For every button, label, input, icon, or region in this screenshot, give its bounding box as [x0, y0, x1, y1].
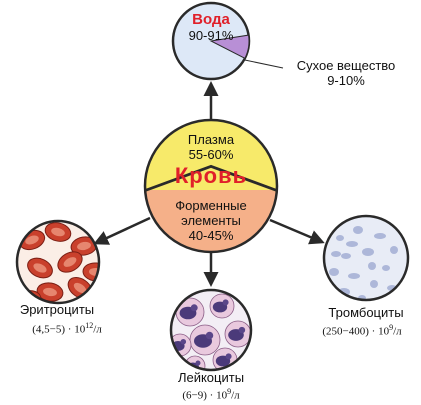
leukocytes-circle [169, 288, 253, 372]
leukocyte-lobe [195, 360, 201, 366]
arrow-to-platelets [269, 218, 325, 245]
platelet-cell [370, 280, 378, 288]
erythrocytes-count-exponent: 12 [85, 321, 94, 330]
platelet-cell [331, 251, 341, 257]
erythrocytes-count-base: (4,5−5) · 10 [32, 323, 86, 336]
formed-elements-title-line1: Форменные [175, 198, 247, 213]
water-percent: 90-91% [188, 28, 234, 43]
platelet-cell [336, 235, 344, 241]
erythrocyte-center [51, 227, 65, 237]
erythrocyte-center [89, 267, 99, 277]
leukocyte-lobe [205, 331, 214, 340]
erythrocyte-center [33, 263, 47, 273]
platelet-cell [374, 233, 386, 239]
leukocyte-lobe [180, 338, 187, 345]
platelet-cell [390, 246, 398, 254]
leukocyte-lobe [222, 299, 229, 306]
platelet-cell [341, 253, 351, 259]
erythrocyte-center [25, 235, 39, 245]
erythrocytes-count-unit: /л [93, 323, 102, 336]
platelet-cell [346, 241, 358, 247]
dry-matter-slice [209, 34, 250, 59]
platelet-cell [382, 265, 390, 271]
erythrocytes-count: (4,5−5) · 1012/л [2, 321, 132, 336]
water-pie [171, 1, 251, 81]
platelets-count-exponent: 9 [389, 323, 394, 332]
erythrocyte-center [77, 241, 91, 251]
leukocytes-count: (6−9) · 109/л [156, 387, 266, 402]
leukocyte-lobe [190, 304, 198, 312]
arrow-to-erythrocytes [93, 216, 151, 245]
erythrocyte-center [73, 282, 87, 294]
leukocytes-label: Лейкоциты [177, 370, 245, 385]
erythrocytes-circle [15, 219, 101, 305]
erythrocyte-cell [27, 257, 53, 279]
formed-elements-title-line2: элементы [181, 213, 241, 228]
erythrocyte-center [43, 287, 57, 297]
platelets-count: (250−400) · 109/л [303, 323, 421, 338]
platelets-circle [322, 214, 410, 302]
leukocyte-lobe [225, 353, 232, 360]
blood-title: Кровь [174, 163, 248, 188]
erythrocyte-cell [57, 251, 83, 273]
water-title: Вода [192, 11, 230, 28]
platelets-count-base: (250−400) · 10 [322, 325, 390, 338]
platelet-cell [368, 262, 376, 270]
platelet-cell [348, 273, 360, 279]
leukocytes-count-exponent: 9 [227, 387, 232, 396]
platelet-cell [362, 248, 374, 256]
blood-divider [145, 164, 277, 193]
dry-matter-label: Сухое вещество [296, 58, 396, 73]
formed-elements-percent: 40-45% [188, 228, 234, 243]
leukocytes-count-unit: /л [231, 389, 240, 402]
platelet-cell [329, 268, 339, 276]
erythrocyte-cell [44, 222, 72, 242]
erythrocyte-cell [70, 236, 98, 256]
erythrocytes-label: Эритроциты [19, 302, 95, 317]
erythrocyte-center [63, 257, 77, 267]
plasma-percent: 55-60% [188, 147, 234, 162]
erythrocyte-cell [36, 282, 64, 302]
platelets-count-unit: /л [393, 325, 402, 338]
plasma-title: Плазма [187, 132, 235, 147]
leukocyte-lobe [238, 326, 246, 334]
dry-matter-leader-line [239, 58, 284, 69]
platelets-label: Тромбоциты [328, 305, 404, 320]
platelet-cell [353, 226, 363, 234]
dry-matter-percent: 9-10% [327, 73, 365, 88]
leukocytes-count-base: (6−9) · 10 [182, 389, 228, 402]
